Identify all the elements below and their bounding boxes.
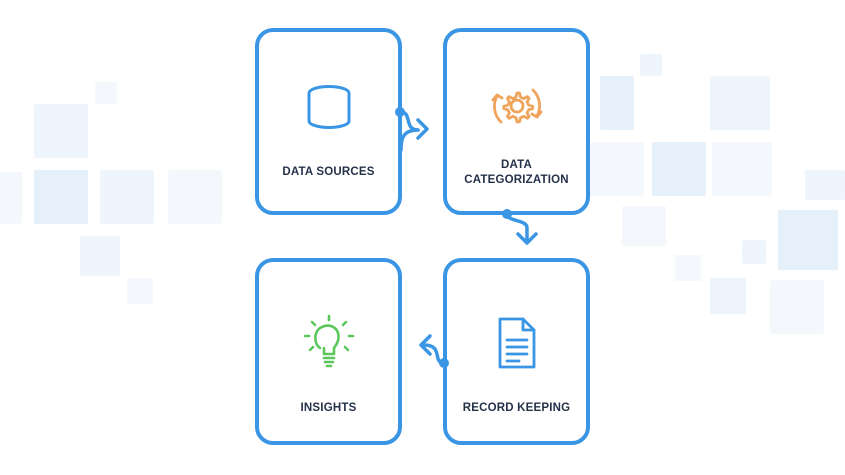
database-icon xyxy=(259,84,398,132)
step-label: INSIGHTS xyxy=(300,402,357,414)
data-sources-card: DATA SOURCES xyxy=(255,28,402,215)
lightbulb-icon xyxy=(259,314,398,372)
arrow-left-icon xyxy=(419,334,432,356)
data-categorization-card: DATA CATEGORIZATION xyxy=(443,28,590,215)
step-label: DATA SOURCES xyxy=(282,166,375,178)
arrow-down-icon xyxy=(516,232,538,245)
insights-card: INSIGHTS xyxy=(255,258,402,445)
step-label: RECORD KEEPING xyxy=(462,402,571,414)
step-label: DATA CATEGORIZATION xyxy=(464,159,569,186)
connector-sources-to-categorization xyxy=(399,110,429,152)
connector-record-keeping-to-insights xyxy=(419,334,446,365)
gear-cycle-icon xyxy=(447,82,586,130)
arrow-right-icon xyxy=(416,118,429,140)
document-icon xyxy=(447,316,586,370)
connector-categorization-to-record-keeping xyxy=(505,212,538,245)
record-keeping-card: RECORD KEEPING xyxy=(443,258,590,445)
